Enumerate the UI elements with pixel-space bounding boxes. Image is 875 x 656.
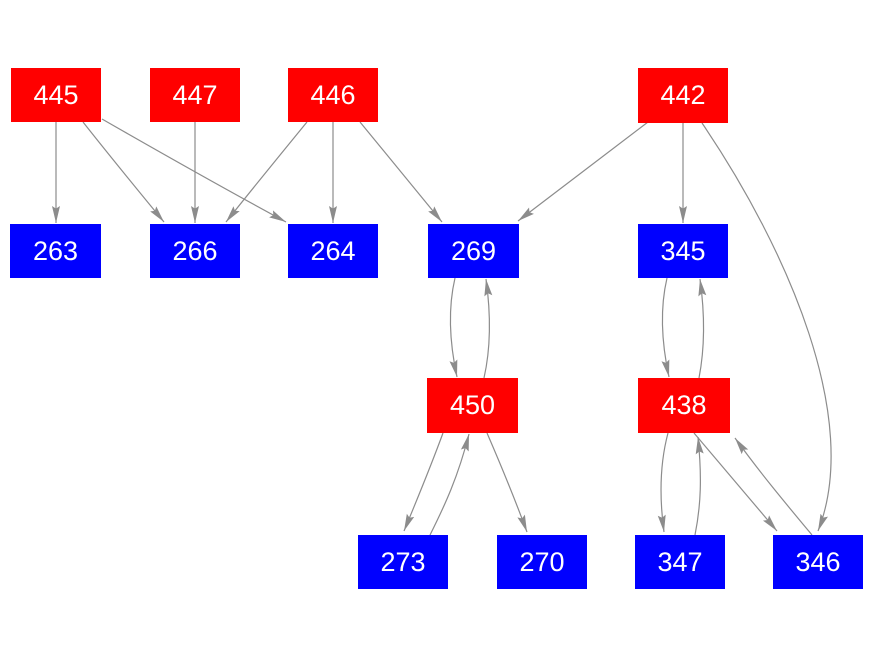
edge-345-438 bbox=[661, 277, 670, 378]
node-label: 446 bbox=[310, 79, 356, 110]
node-label: 263 bbox=[32, 235, 79, 266]
node-445: 445 bbox=[11, 68, 101, 122]
node-label: 438 bbox=[661, 390, 707, 420]
edge-438-345 bbox=[698, 278, 707, 379]
edge-273-450 bbox=[429, 433, 470, 536]
node-label: 347 bbox=[657, 546, 703, 577]
node-label: 447 bbox=[172, 79, 218, 110]
node-263: 263 bbox=[10, 224, 101, 278]
edge-450-269 bbox=[483, 278, 493, 379]
edge-445-266 bbox=[82, 121, 165, 223]
node-442: 442 bbox=[638, 68, 728, 123]
node-346: 346 bbox=[773, 535, 863, 589]
edge-450-270 bbox=[486, 432, 528, 533]
edge-450-273 bbox=[403, 432, 444, 532]
node-447: 447 bbox=[150, 68, 240, 122]
edge-269-450 bbox=[449, 277, 458, 378]
edge-446-266 bbox=[225, 121, 308, 223]
node-269: 269 bbox=[428, 224, 519, 278]
node-label: 442 bbox=[660, 80, 706, 110]
edge-445-264 bbox=[101, 118, 287, 223]
node-438: 438 bbox=[638, 378, 730, 433]
node-273: 273 bbox=[358, 535, 448, 589]
node-270: 270 bbox=[497, 535, 587, 589]
edge-442-269 bbox=[517, 121, 649, 222]
node-label: 345 bbox=[660, 235, 706, 266]
edge-346-438 bbox=[734, 437, 813, 536]
node-label: 266 bbox=[172, 235, 218, 266]
edge-446-269 bbox=[359, 121, 443, 223]
node-label: 269 bbox=[450, 235, 497, 266]
edge-group bbox=[52, 118, 832, 536]
node-label: 264 bbox=[310, 235, 356, 266]
edge-438-347 bbox=[657, 432, 669, 533]
node-345: 345 bbox=[638, 224, 728, 278]
node-264: 264 bbox=[288, 224, 378, 278]
edge-347-438 bbox=[694, 436, 704, 536]
edge-438-346 bbox=[693, 432, 778, 532]
node-266: 266 bbox=[150, 224, 240, 278]
node-450: 450 bbox=[427, 378, 518, 433]
node-label: 445 bbox=[33, 79, 79, 110]
node-label: 346 bbox=[795, 546, 841, 577]
node-label: 450 bbox=[449, 390, 496, 420]
edge-442-346 bbox=[701, 122, 832, 532]
node-446: 446 bbox=[288, 68, 378, 122]
node-label: 270 bbox=[519, 546, 565, 577]
node-347: 347 bbox=[635, 535, 725, 589]
node-label: 273 bbox=[380, 546, 426, 577]
